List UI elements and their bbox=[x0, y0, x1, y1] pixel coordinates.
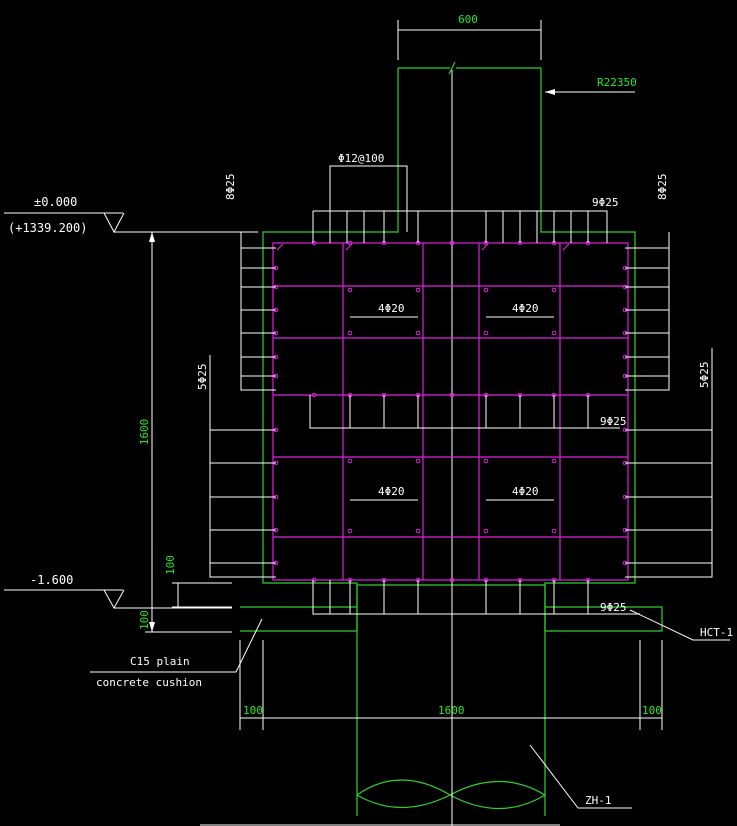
elevation-top-abs-label: (+1339.200) bbox=[8, 221, 87, 235]
cover-dimension-label: 100 bbox=[164, 555, 177, 575]
height-dimension-label: 1600 bbox=[138, 419, 151, 446]
inner-bl-label: 4Φ20 bbox=[378, 485, 405, 498]
cushion-label-line2: concrete cushion bbox=[96, 676, 202, 689]
mid-bars-label: 9Φ25 bbox=[600, 415, 627, 428]
arrow-heads bbox=[149, 89, 555, 632]
left-mid-label: 5Φ25 bbox=[196, 364, 209, 391]
labels: 600 R22350 Φ12@100 8Φ25 8Φ25 9Φ25 4Φ20 4… bbox=[8, 13, 733, 807]
dim-left-label: 100 bbox=[243, 704, 263, 717]
cushion-dimension-label: 100 bbox=[138, 610, 151, 630]
r-label: R22350 bbox=[597, 76, 637, 89]
bottom-bars-label: 9Φ25 bbox=[600, 601, 627, 614]
stirrup-label: Φ12@100 bbox=[338, 152, 384, 165]
elevation-top-label: ±0.000 bbox=[34, 195, 77, 209]
cap-outline bbox=[240, 61, 663, 816]
inner-tr-label: 4Φ20 bbox=[512, 302, 539, 315]
top-bars-label: 9Φ25 bbox=[592, 196, 619, 209]
annotation-lines bbox=[4, 20, 730, 809]
left-top-label: 8Φ25 bbox=[224, 174, 237, 201]
dim-right-label: 100 bbox=[642, 704, 662, 717]
cushion-label-line1: C15 plain bbox=[130, 655, 190, 668]
right-mid-label: 5Φ25 bbox=[698, 362, 711, 389]
center-lines bbox=[200, 70, 560, 826]
right-top-label: 8Φ25 bbox=[656, 174, 669, 201]
elevation-bottom-label: -1.600 bbox=[30, 573, 73, 587]
cap-tag-label: HCT-1 bbox=[700, 626, 733, 639]
pile-tag-label: ZH-1 bbox=[585, 794, 612, 807]
inner-br-label: 4Φ20 bbox=[512, 485, 539, 498]
inner-tl-label: 4Φ20 bbox=[378, 302, 405, 315]
dim-width-label: 1600 bbox=[438, 704, 465, 717]
column-width-label: 600 bbox=[458, 13, 478, 26]
